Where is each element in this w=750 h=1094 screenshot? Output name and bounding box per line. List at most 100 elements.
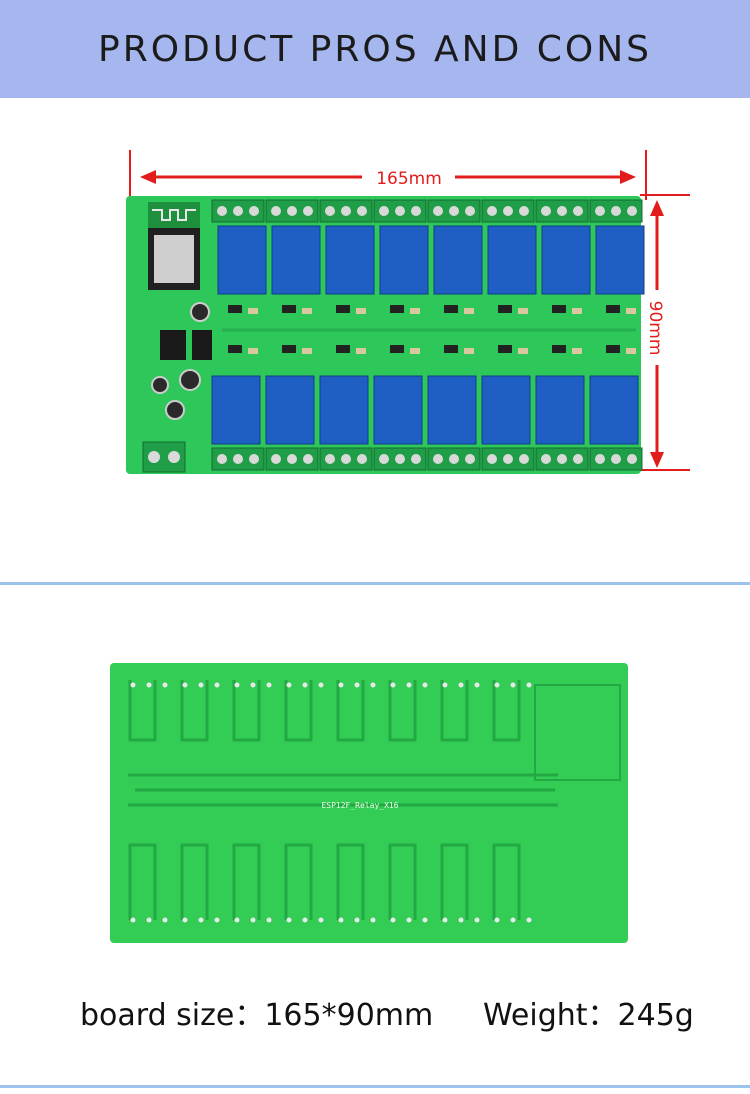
smd-resistor xyxy=(410,348,420,354)
smd-component xyxy=(336,305,350,313)
solder-pad xyxy=(162,682,168,688)
solder-pad xyxy=(422,682,428,688)
solder-pad xyxy=(338,917,344,923)
header-banner: PRODUCT PROS AND CONS xyxy=(0,0,750,98)
trace-loop xyxy=(284,843,313,920)
terminal-screw xyxy=(249,206,259,216)
relays-top-row xyxy=(217,225,645,295)
solder-pad xyxy=(234,917,240,923)
terminal-screw xyxy=(357,206,367,216)
size-label: board size xyxy=(80,998,235,1033)
solder-pad xyxy=(370,917,376,923)
back-traces xyxy=(128,680,532,923)
smd-component xyxy=(498,345,512,353)
solder-pad xyxy=(406,682,412,688)
smd-resistor xyxy=(464,348,474,354)
pcb-back xyxy=(110,663,628,943)
solder-pad xyxy=(318,917,324,923)
solder-pad xyxy=(286,917,292,923)
trace-loop xyxy=(180,843,209,920)
smd-component xyxy=(606,345,620,353)
terminal-screw xyxy=(411,206,421,216)
terminal-screw xyxy=(379,206,389,216)
relay xyxy=(589,375,639,445)
smd-component xyxy=(336,345,350,353)
smd-component xyxy=(606,305,620,313)
trace-loop xyxy=(336,843,365,920)
terminal-screw xyxy=(303,454,313,464)
trace-loop xyxy=(128,843,157,920)
terminal-screw xyxy=(271,454,281,464)
terminal-screw xyxy=(519,206,529,216)
smd-component xyxy=(444,305,458,313)
terminal-screw xyxy=(465,206,475,216)
terminal-screw xyxy=(341,454,351,464)
solder-pad xyxy=(302,682,308,688)
board-back-photo: ESP12F_Relay_X16 xyxy=(110,663,628,943)
solder-pad xyxy=(510,917,516,923)
relay xyxy=(427,375,477,445)
smd-component xyxy=(552,305,566,313)
terminal-screw xyxy=(487,454,497,464)
smd-resistor xyxy=(302,348,312,354)
terminal-screw xyxy=(503,454,513,464)
relay xyxy=(535,375,585,445)
terminal-screw xyxy=(557,454,567,464)
terminal-screw xyxy=(449,454,459,464)
weight-caption: Weight：245g xyxy=(483,998,694,1033)
solder-pad xyxy=(458,682,464,688)
solder-pad xyxy=(354,917,360,923)
antenna-area xyxy=(148,202,200,228)
relay xyxy=(595,225,645,295)
terminal-screw xyxy=(303,206,313,216)
terminal-blocks-top xyxy=(211,199,643,223)
trace-loop xyxy=(180,680,209,742)
section-divider xyxy=(0,582,750,585)
smd-component xyxy=(228,345,242,353)
smd-resistor xyxy=(248,348,258,354)
solder-pad xyxy=(234,682,240,688)
terminal-blocks-bottom xyxy=(211,447,643,471)
trace-loop xyxy=(492,680,521,742)
terminal-screw xyxy=(233,454,243,464)
solder-pad xyxy=(370,682,376,688)
terminal-screw xyxy=(487,206,497,216)
terminal-screw xyxy=(627,454,637,464)
trace-loop xyxy=(232,843,261,920)
relay xyxy=(265,375,315,445)
solder-pad xyxy=(422,917,428,923)
terminal-screw xyxy=(217,454,227,464)
smd-component xyxy=(282,345,296,353)
ic-chip xyxy=(192,330,212,360)
page-title: PRODUCT PROS AND CONS xyxy=(97,28,653,70)
solder-pad xyxy=(266,682,272,688)
solder-pad xyxy=(162,917,168,923)
trace-loop xyxy=(232,680,261,742)
terminal-screw xyxy=(287,206,297,216)
relay xyxy=(319,375,369,445)
terminal-screw xyxy=(557,206,567,216)
smd-resistor xyxy=(464,308,474,314)
smd-resistor xyxy=(572,348,582,354)
relays-bottom-row xyxy=(211,375,639,445)
smd-resistor xyxy=(626,308,636,314)
relay xyxy=(433,225,483,295)
terminal-screw xyxy=(357,454,367,464)
solder-pad xyxy=(474,682,480,688)
trace-loop xyxy=(128,680,157,742)
solder-pad xyxy=(390,682,396,688)
height-dimension: 90mm xyxy=(640,194,690,471)
solder-pad xyxy=(494,917,500,923)
terminal-screw xyxy=(249,454,259,464)
trace-loop xyxy=(336,680,365,742)
terminal-screw xyxy=(287,454,297,464)
solder-pad xyxy=(198,682,204,688)
driver-components xyxy=(222,305,636,354)
solder-pad xyxy=(250,917,256,923)
terminal-screw xyxy=(379,454,389,464)
terminal-screw xyxy=(595,206,605,216)
terminal-screw xyxy=(233,206,243,216)
terminal-screw xyxy=(611,206,621,216)
solder-pad xyxy=(130,917,136,923)
smd-resistor xyxy=(410,308,420,314)
